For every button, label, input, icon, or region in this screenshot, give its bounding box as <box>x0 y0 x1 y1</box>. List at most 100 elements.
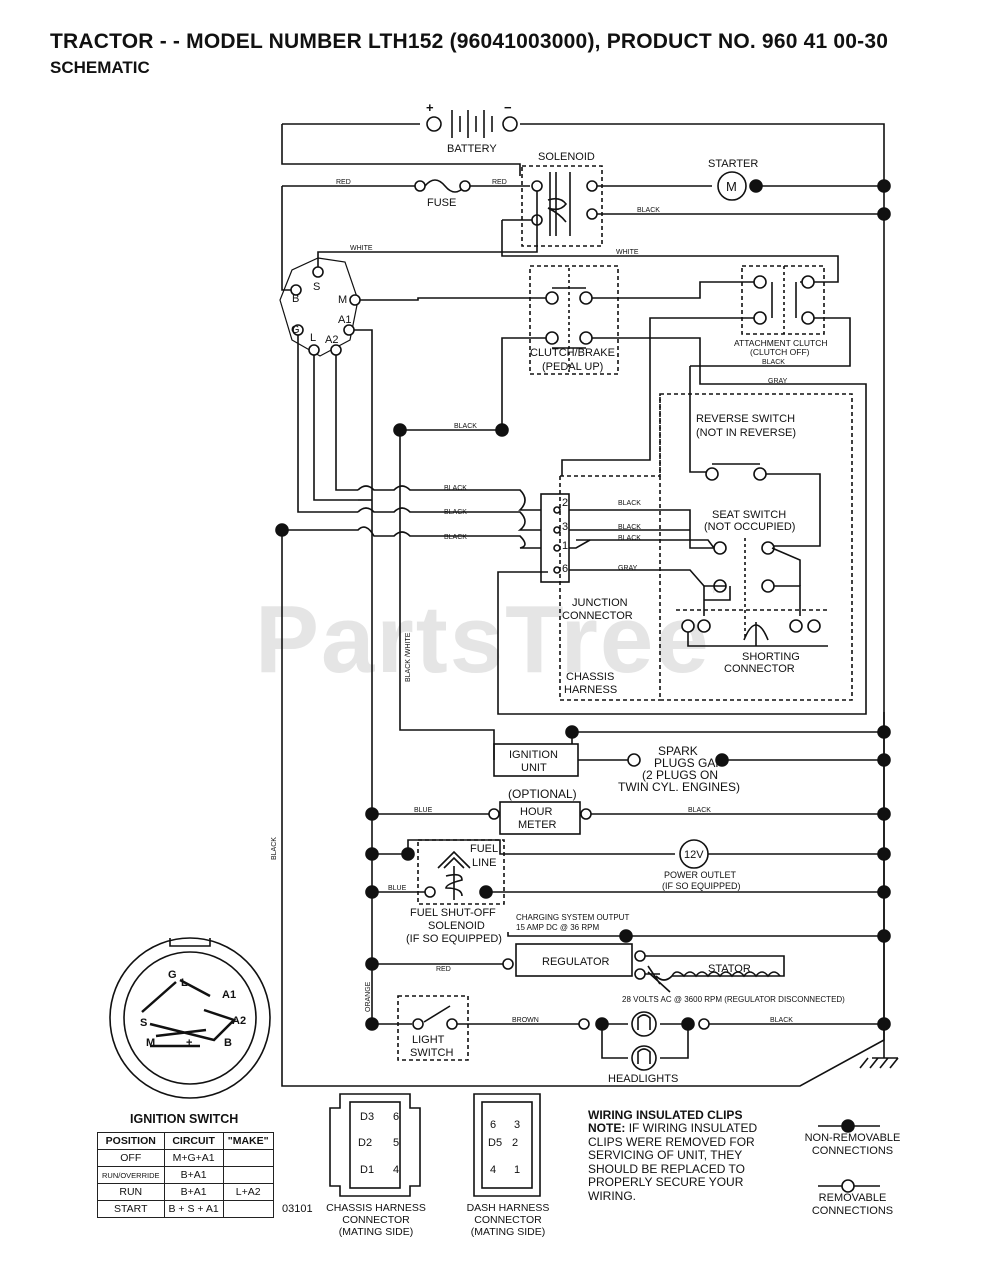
hour-meter: (OPTIONAL) HOUR METER BLUE BLACK <box>365 787 891 835</box>
junction-pin-1: 1 <box>562 540 568 552</box>
wire-label-blue: BLUE <box>414 807 433 814</box>
wire-label-gray: GRAY <box>618 565 638 572</box>
cell-circuit: B+A1 <box>163 1183 224 1201</box>
dash-pin-d5: D5 <box>488 1137 502 1149</box>
fuel-line-sub: LINE <box>472 857 496 869</box>
wire-label-black: BLACK <box>688 807 711 814</box>
figure-number: 03101 <box>282 1203 313 1215</box>
switch-face-a1: A1 <box>222 989 236 1001</box>
chassis-harness-sub: HARNESS <box>564 684 617 696</box>
attachment-clutch-sub: (CLUTCH OFF) <box>750 347 810 357</box>
shorting-connector-label: SHORTING <box>742 651 800 663</box>
terminal-b: B <box>292 293 299 305</box>
col-circuit: CIRCUIT <box>163 1132 224 1150</box>
junction-label: JUNCTION <box>572 597 628 609</box>
dash-harness-connector: 6 D5 4 3 2 1 <box>473 1093 541 1197</box>
power-outlet-label: POWER OUTLET <box>664 870 737 880</box>
chassis-pin-d1: D1 <box>360 1164 374 1176</box>
wire-label-black: BLACK <box>444 485 467 492</box>
junction-sub: CONNECTOR <box>562 610 633 622</box>
wire-label-red: RED <box>436 966 451 973</box>
wire-label-black: BLACK <box>271 837 278 860</box>
switch-face-g: G <box>168 969 177 981</box>
power-outlet-symbol: 12V <box>684 849 704 861</box>
hour-meter-label: HOUR <box>520 806 552 818</box>
chassis-pin-5: 5 <box>393 1137 399 1149</box>
wire-label-black: BLACK <box>762 359 785 366</box>
clutch-brake-label: CLUTCH/BRAKE <box>530 347 615 359</box>
wire-label-black: BLACK <box>618 535 641 542</box>
junction-pin-6: 6 <box>562 563 568 575</box>
terminal-g: G <box>291 324 300 336</box>
hour-meter-sub: METER <box>518 819 557 831</box>
table-row: START B + S + A1 <box>97 1200 274 1218</box>
ignition-switch-table: POSITION CIRCUIT "MAKE" OFF M+G+A1 RUN/O… <box>97 1132 274 1218</box>
attachment-clutch-switch: ATTACHMENT CLUTCH (CLUTCH OFF) BLACK GRA… <box>497 265 867 715</box>
dash-pin-2: 2 <box>512 1137 518 1149</box>
battery-minus: − <box>504 100 512 115</box>
clips-note-heading: WIRING INSULATED CLIPS <box>588 1108 743 1122</box>
reverse-switch-sub: (NOT IN REVERSE) <box>696 427 796 439</box>
reverse-switch-label: REVERSE SWITCH <box>696 413 795 425</box>
spark-plug-gap: PLUGS GAP <box>654 756 723 770</box>
wire-label-red: RED <box>336 179 351 186</box>
spark-plug-label: SPARK <box>658 744 698 758</box>
fuse: FUSE RED RED <box>282 179 530 209</box>
dash-connector-label: DASH HARNESS CONNECTOR (MATING SIDE) <box>466 1202 550 1238</box>
dash-pin-3: 3 <box>514 1119 520 1131</box>
wire-label-red: RED <box>492 179 507 186</box>
power-outlet: 12V POWER OUTLET (IF SO EQUIPPED) <box>365 839 891 891</box>
fuel-solenoid-sub: SOLENOID <box>428 920 485 932</box>
chassis-connector-label: CHASSIS HARNESS CONNECTOR (MATING SIDE) <box>326 1202 426 1238</box>
cell-circuit: B+A1 <box>163 1166 224 1184</box>
light-switch-sub: SWITCH <box>410 1047 453 1059</box>
reverse-and-seat-switch: REVERSE SWITCH (NOT IN REVERSE) SEAT SWI… <box>576 393 853 701</box>
cell-make <box>222 1200 274 1218</box>
charging-label: CHARGING SYSTEM OUTPUT <box>516 913 629 922</box>
switch-face-l: L <box>181 977 188 989</box>
spark-plug-note-2: TWIN CYL. ENGINES) <box>618 780 740 794</box>
fuel-solenoid-note: (IF SO EQUIPPED) <box>406 933 502 945</box>
wire-label-black-white: BLACK /WHITE <box>405 632 412 682</box>
legend-removable: REMOVABLE CONNECTIONS <box>811 1192 894 1217</box>
cell-circuit: M+G+A1 <box>163 1149 224 1167</box>
ignition-unit: IGNITION UNIT SPARK PLUGS GAP (2 PLUGS O… <box>493 725 891 794</box>
regulator: CHARGING SYSTEM OUTPUT 15 AMP DC @ 36 RP… <box>365 913 891 1004</box>
cell-position: START <box>97 1200 165 1218</box>
wire-label-gray: GRAY <box>768 378 788 385</box>
cell-make <box>222 1149 274 1167</box>
junction-pin-3: 3 <box>562 521 568 533</box>
light-switch-label: LIGHT <box>412 1034 445 1046</box>
legend-non-removable: NON-REMOVABLE CONNECTIONS <box>804 1132 901 1157</box>
cell-position: RUN <box>97 1183 165 1201</box>
junction-pin-2: 2 <box>562 497 568 509</box>
chassis-pin-6: 6 <box>393 1111 399 1123</box>
wire-label-blue: BLUE <box>388 885 407 892</box>
dash-pin-4: 4 <box>490 1164 496 1176</box>
seat-switch-sub: (NOT OCCUPIED) <box>704 521 795 533</box>
svg-text:+: + <box>186 1037 192 1049</box>
wire-label-black: BLACK <box>444 534 467 541</box>
table-row: OFF M+G+A1 <box>97 1149 274 1167</box>
starter-symbol: M <box>726 179 737 194</box>
wire-label-white: WHITE <box>616 249 639 256</box>
cell-make <box>222 1166 274 1184</box>
fuse-label: FUSE <box>427 197 456 209</box>
switch-face-s: S <box>140 1017 147 1029</box>
col-position: POSITION <box>97 1132 165 1150</box>
wire-label-brown: BROWN <box>512 1017 539 1024</box>
wire-label-orange: ORANGE <box>365 981 372 1012</box>
page-title: TRACTOR - - MODEL NUMBER LTH152 (9604100… <box>50 30 889 53</box>
cell-position: RUN/OVERRIDE <box>97 1166 165 1184</box>
switch-face-b: B <box>224 1037 232 1049</box>
headlights-label: HEADLIGHTS <box>608 1073 678 1085</box>
charging-sub: 15 AMP DC @ 36 RPM <box>516 923 599 932</box>
wire-label-black: BLACK <box>454 423 477 430</box>
cell-circuit: B + S + A1 <box>163 1200 224 1218</box>
terminal-s: S <box>313 281 320 293</box>
watermark: PartsTree™ <box>255 585 727 693</box>
ignition-switch-face: G L A1 A2 B M S + <box>109 937 271 1099</box>
battery: + − BATTERY <box>426 100 518 155</box>
terminal-a2: A2 <box>325 334 338 346</box>
wire-label-black: BLACK <box>618 524 641 531</box>
